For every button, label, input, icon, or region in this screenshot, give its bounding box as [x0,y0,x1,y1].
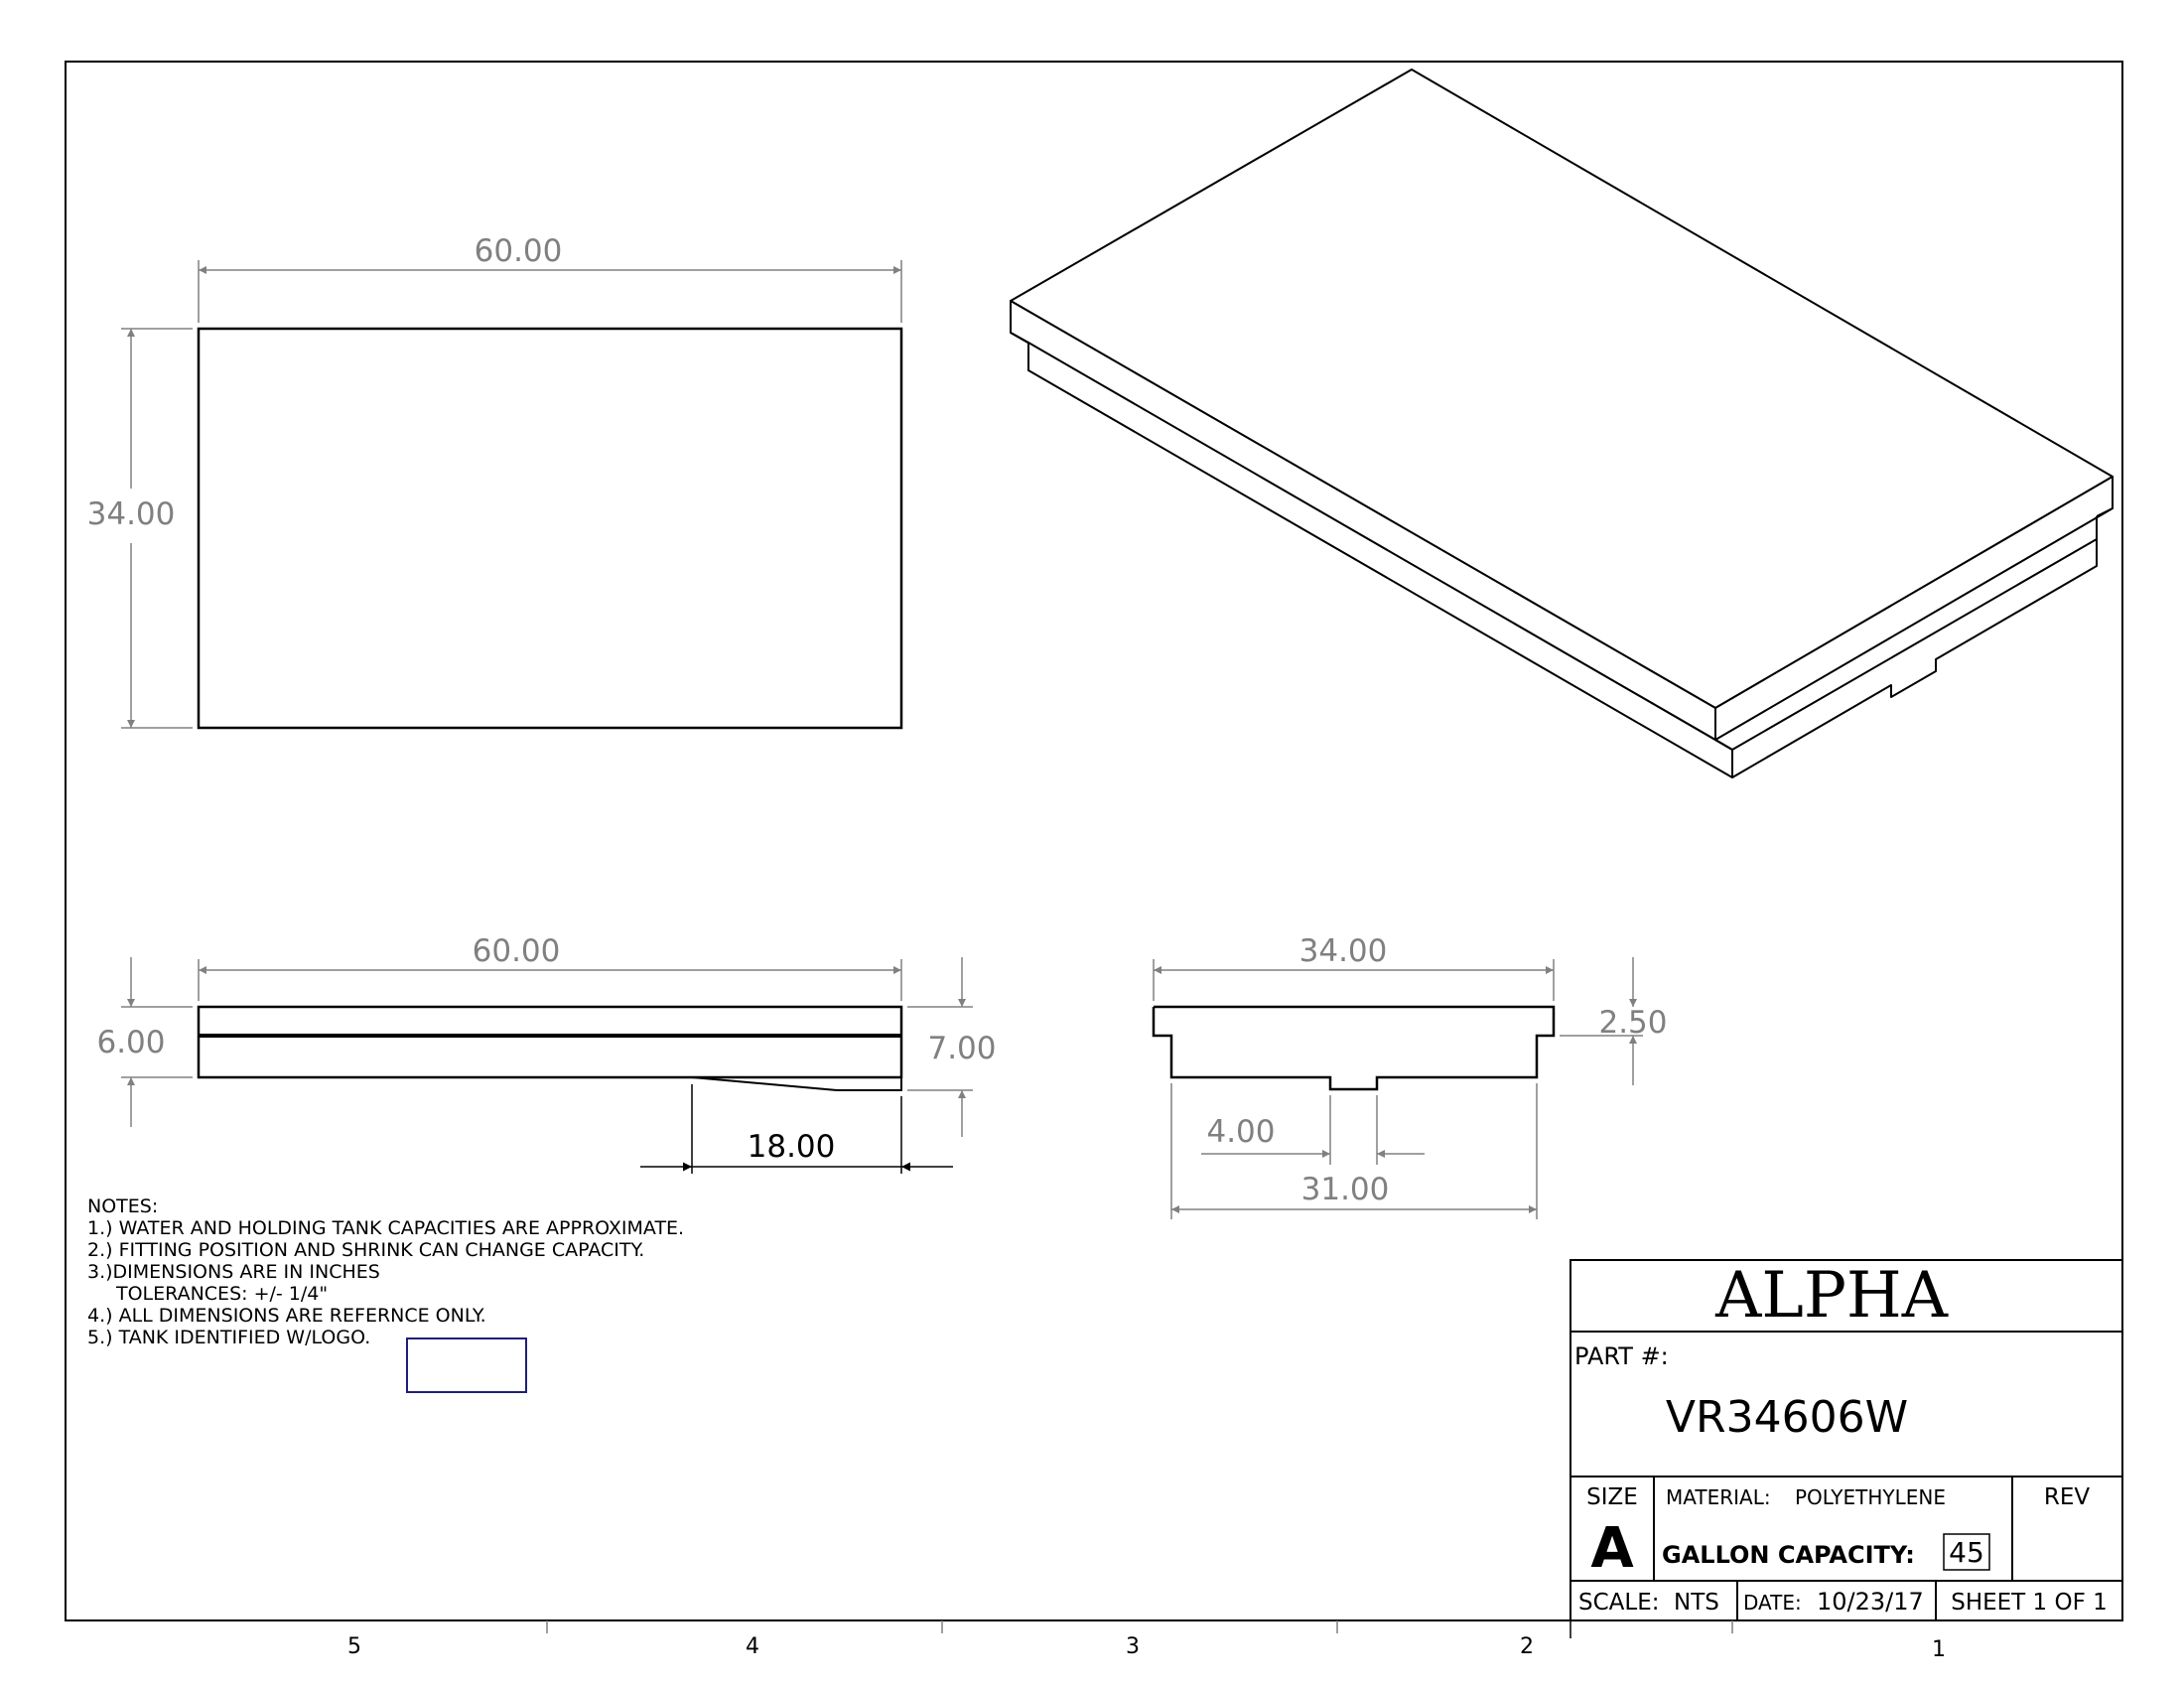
note-line: 3.)DIMENSIONS ARE IN INCHES [87,1261,380,1283]
size-value: A [1590,1516,1634,1581]
notes-heading: NOTES: [87,1196,158,1217]
capacity-label: GALLON CAPACITY: [1662,1541,1915,1569]
zone-label: 1 [1932,1637,1946,1662]
top-view: 60.00 34.00 [87,233,903,730]
zone-ticks [546,1620,1733,1638]
scale-value: NTS [1674,1590,1719,1616]
side-width-dim: 34.00 [1299,933,1388,969]
side-step-dim: 2.50 [1598,1005,1667,1041]
part-number: VR34606W [1666,1392,1908,1443]
front-width-dim: 60.00 [473,933,561,969]
zone-label: 2 [1520,1634,1534,1659]
front-height-left-dim: 6.00 [96,1025,165,1060]
front-view-outline [197,1005,903,1079]
capacity-value: 45 [1949,1536,1984,1569]
sheet-label: SHEET 1 OF 1 [1951,1590,2108,1616]
isometric-view [1010,69,2114,778]
rev-label: REV [2044,1484,2091,1510]
side-notch-dim: 4.00 [1206,1114,1275,1150]
zone-label: 4 [746,1634,759,1659]
zone-label: 3 [1126,1634,1140,1659]
note-line: 2.) FITTING POSITION AND SHRINK CAN CHAN… [87,1239,644,1261]
company-name: ALPHA [1714,1259,1949,1333]
front-taper-dim: 18.00 [748,1129,836,1165]
top-view-outline [197,327,903,730]
notes: NOTES: 1.) WATER AND HOLDING TANK CAPACI… [87,1196,684,1393]
sheet-border [65,61,2123,1621]
side-view-profile [1152,1005,1556,1091]
front-view: 60.00 6.00 7.00 18.00 [96,933,997,1174]
top-height-dim: 34.00 [87,496,176,532]
logo-placeholder-box [406,1337,527,1393]
front-height-right-dim: 7.00 [927,1031,996,1066]
note-line: 4.) ALL DIMENSIONS ARE REFERNCE ONLY. [87,1305,486,1327]
note-line: 1.) WATER AND HOLDING TANK CAPACITIES AR… [87,1217,684,1239]
side-view: 34.00 2.50 4.00 31.00 [1152,933,1668,1219]
title-block [1570,1259,2123,1621]
side-bottom-dim: 31.00 [1301,1172,1390,1207]
size-label: SIZE [1586,1484,1638,1510]
capacity-value-box [1943,1533,1990,1571]
note-line: 5.) TANK IDENTIFIED W/LOGO. [87,1327,370,1348]
part-label: PART #: [1574,1342,1669,1370]
date-label: DATE: [1743,1591,1802,1615]
material-label: MATERIAL: [1666,1485,1771,1509]
note-line: TOLERANCES: +/- 1/4" [115,1283,328,1305]
top-width-dim: 60.00 [475,233,563,269]
material-value: POLYETHYLENE [1795,1485,1946,1509]
zone-label: 5 [347,1634,361,1659]
date-value: 10/23/17 [1817,1588,1924,1616]
scale-label: SCALE: [1578,1590,1660,1616]
